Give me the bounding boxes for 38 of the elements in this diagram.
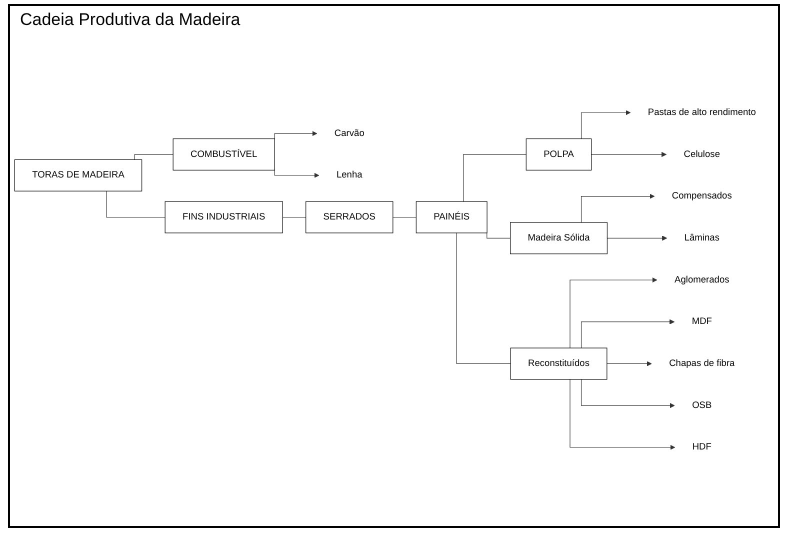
connector xyxy=(282,216,306,218)
connector xyxy=(392,216,416,218)
connector xyxy=(456,232,511,364)
node-box: POLPA xyxy=(526,138,592,170)
node-box: FINS INDUSTRIAIS xyxy=(164,201,283,234)
arrow xyxy=(580,194,655,223)
arrow xyxy=(580,379,675,408)
node-text: Pastas de alto rendimento xyxy=(648,107,756,118)
node-text: Celulose xyxy=(684,149,720,160)
node-text: Aglomerados xyxy=(674,274,730,285)
diagram-title: Cadeia Produtiva da Madeira xyxy=(19,9,242,31)
node-box: Reconstituídos xyxy=(510,348,608,380)
node-text: Compensados xyxy=(672,191,732,201)
node-box: TORAS DE MADEIRA xyxy=(14,159,142,192)
arrow xyxy=(580,110,631,140)
arrow xyxy=(274,169,320,178)
arrow xyxy=(570,379,676,450)
connector xyxy=(463,154,526,202)
arrow xyxy=(591,152,667,158)
node-text: Lâminas xyxy=(684,232,720,243)
arrow xyxy=(606,361,652,366)
node-box: SERRADOS xyxy=(306,201,394,234)
node-box: COMBUSTÍVEL xyxy=(172,138,275,170)
node-text: Chapas de fibra xyxy=(669,358,735,368)
arrow xyxy=(580,319,675,348)
node-text: MDF xyxy=(692,316,712,326)
node-text: Carvão xyxy=(334,128,364,138)
arrow xyxy=(274,130,318,140)
node-box: Madeira Sólida xyxy=(510,222,608,254)
node-text: OSB xyxy=(692,400,712,410)
connector xyxy=(106,190,166,218)
node-text: HDF xyxy=(692,442,712,452)
arrow xyxy=(570,277,658,348)
connector xyxy=(134,154,174,160)
connector xyxy=(486,232,511,238)
node-box: PAINÉIS xyxy=(416,201,488,234)
arrow xyxy=(606,236,668,241)
node-text: Lenha xyxy=(336,170,362,180)
